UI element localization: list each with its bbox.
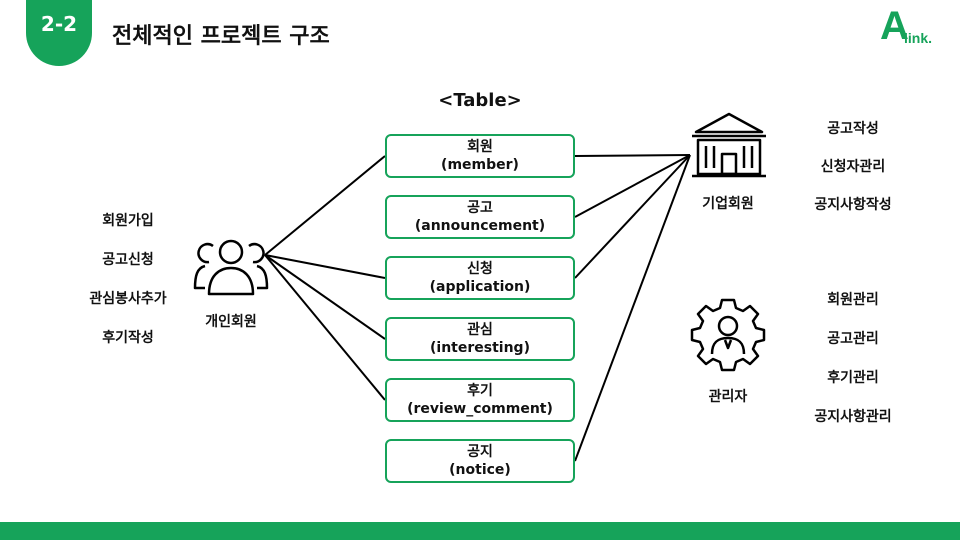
logo-letter: A (880, 4, 909, 48)
table-box-announcement: 공고 (announcement) (385, 195, 575, 239)
section-number: 2-2 (40, 12, 78, 36)
feature-item: 회원가입 (102, 213, 154, 229)
connector-company-member (574, 154, 691, 157)
table-english-name: (notice) (449, 462, 511, 478)
connector-individual-review (264, 254, 386, 401)
table-english-name: (application) (429, 279, 531, 295)
connector-individual-application (264, 254, 386, 279)
table-english-name: (review_comment) (407, 401, 553, 417)
logo-text: link. (904, 30, 933, 46)
feature-item: 공고신청 (102, 252, 154, 268)
connector-individual-interesting (264, 254, 386, 340)
feature-item: 공고작성 (827, 121, 879, 137)
connector-company-notice (574, 154, 691, 462)
feature-item: 후기관리 (827, 370, 879, 386)
admin-feature-list: 회원관리 공고관리 후기관리 공지사항관리 (783, 289, 923, 429)
table-english-name: (interesting) (430, 340, 530, 356)
connector-company-announcement (574, 154, 691, 218)
feature-item: 신청자관리 (820, 159, 886, 175)
table-box-interesting: 관심 (interesting) (385, 317, 575, 361)
connector-individual-member (264, 155, 386, 256)
feature-item: 회원관리 (827, 292, 879, 308)
table-english-name: (member) (441, 157, 519, 173)
table-box-review-comment: 후기 (review_comment) (385, 378, 575, 422)
connector-company-application (574, 154, 691, 279)
alink-logo: A link. (880, 6, 960, 48)
feature-item: 공고관리 (827, 331, 879, 347)
table-name: 신청 (467, 261, 493, 277)
section-number-badge: 2-2 (26, 0, 92, 66)
individual-feature-list: 회원가입 공고신청 관심봉사추가 후기작성 (58, 210, 198, 350)
users-group-icon (193, 239, 269, 296)
table-name: 회원 (467, 139, 493, 155)
feature-item: 관심봉사추가 (89, 291, 167, 307)
table-heading: <Table> (438, 90, 522, 111)
table-box-application: 신청 (application) (385, 256, 575, 300)
company-feature-list: 공고작성 신청자관리 공지사항작성 (783, 118, 923, 218)
table-english-name: (announcement) (414, 218, 546, 234)
table-box-member: 회원 (member) (385, 134, 575, 178)
page-title: 전체적인 프로젝트 구조 (112, 24, 330, 49)
individual-member-label: 개인회원 (205, 314, 257, 330)
feature-item: 공지사항작성 (814, 197, 892, 213)
table-name: 공지 (467, 444, 493, 460)
table-box-notice: 공지 (notice) (385, 439, 575, 483)
building-icon (692, 112, 766, 178)
company-member-label: 기업회원 (702, 196, 754, 212)
table-name: 공고 (467, 200, 493, 216)
table-name: 후기 (467, 383, 493, 399)
gear-person-icon (690, 298, 766, 372)
footer-bar (0, 522, 960, 540)
feature-item: 공지사항관리 (814, 409, 892, 425)
feature-item: 후기작성 (102, 330, 154, 346)
admin-label: 관리자 (708, 389, 748, 405)
table-name: 관심 (467, 322, 493, 338)
